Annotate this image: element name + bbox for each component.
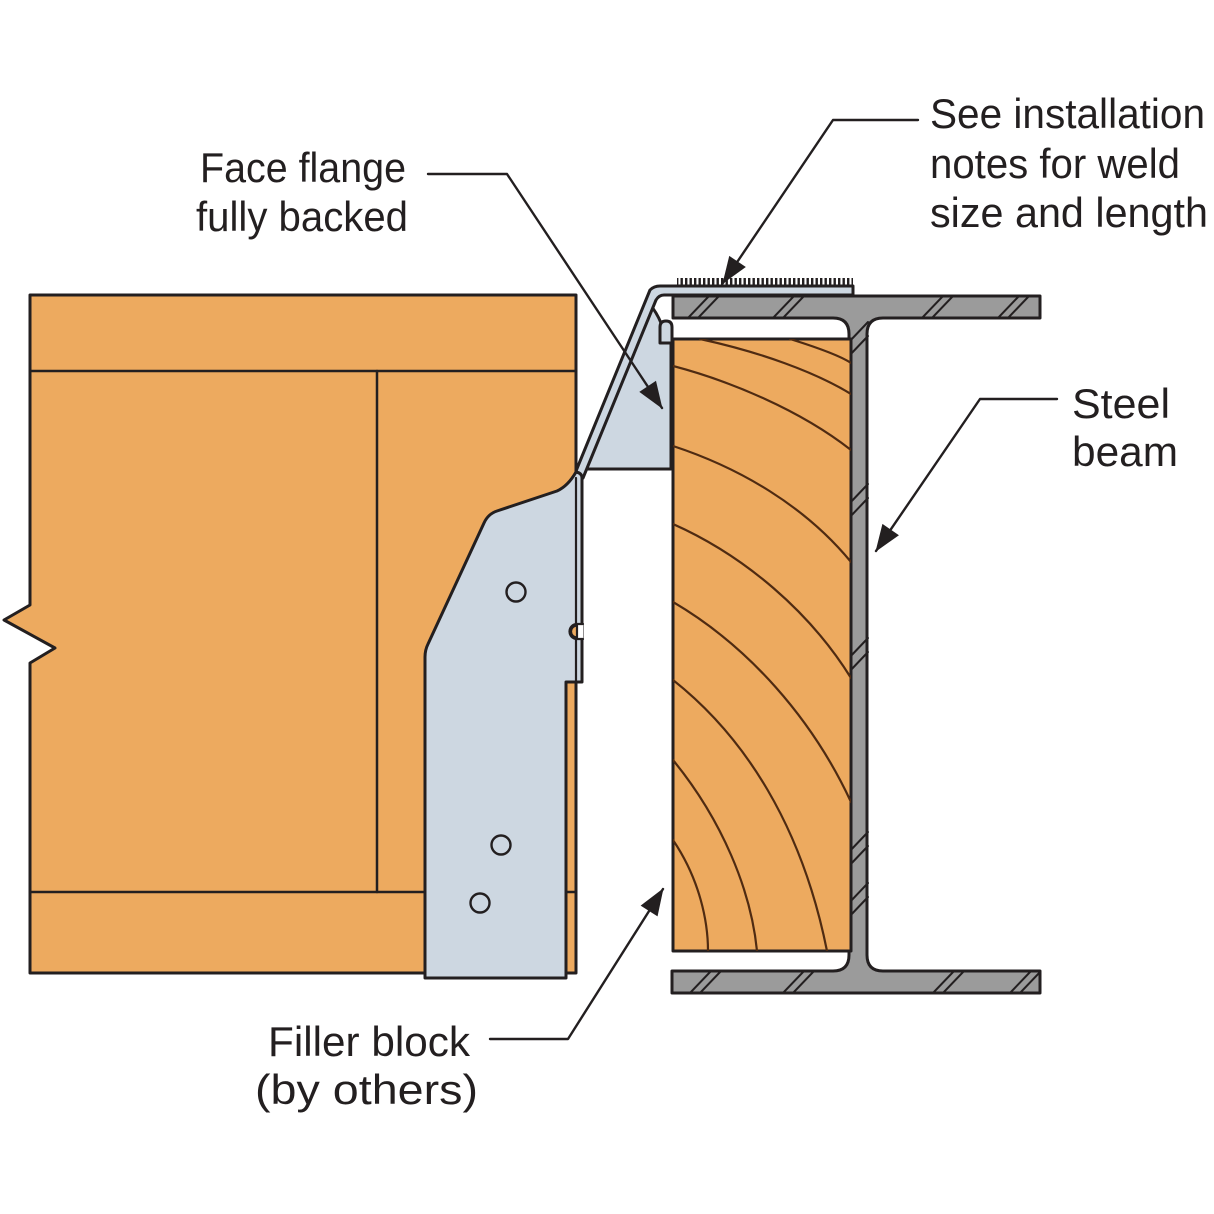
leader-face-flange: [426, 172, 664, 410]
label-steel-beam-line1: Steel: [1072, 380, 1170, 427]
label-weld-note-line3: size and length: [930, 189, 1208, 236]
label-face-flange-line1: Face flange: [200, 144, 406, 191]
label-face-flange-line2: fully backed: [196, 193, 408, 240]
filler-block: [671, 337, 853, 953]
leader-filler-block: [488, 887, 665, 1041]
nail-hole: [490, 834, 512, 856]
hanger-top-strap: [574, 284, 855, 480]
leader-steel-beam: [874, 397, 1059, 553]
steel-hatch-bottom-flange: [689, 971, 1040, 993]
steel-beam-section: [670, 294, 1042, 995]
steel-hatch-top-flange: [687, 296, 1030, 318]
filler-block-body: [671, 337, 853, 953]
nail-hole: [469, 892, 491, 914]
labels: Face flange fully backed See installatio…: [196, 90, 1208, 1113]
weld-bead: [677, 278, 853, 287]
filler-block-grain: [673, 339, 851, 951]
nail-hole: [505, 581, 527, 603]
label-filler-block-line2: (by others): [255, 1066, 478, 1113]
label-weld-note-line2: notes for weld: [930, 140, 1180, 187]
label-steel-beam-line2: beam: [1072, 428, 1178, 475]
hanger-side-plate-group: [423, 470, 585, 980]
hanger-side-plate: [423, 470, 584, 980]
hanger-back-assembly: [574, 278, 855, 480]
hanger-back-flange-tab: [658, 319, 674, 345]
hanger-slot-wood-dot: [569, 624, 579, 639]
label-filler-block-line1: Filler block: [268, 1018, 471, 1065]
leader-weld-note: [721, 118, 920, 285]
label-weld-note-line1: See installation: [930, 90, 1205, 137]
leader-lines: [426, 118, 1059, 1041]
